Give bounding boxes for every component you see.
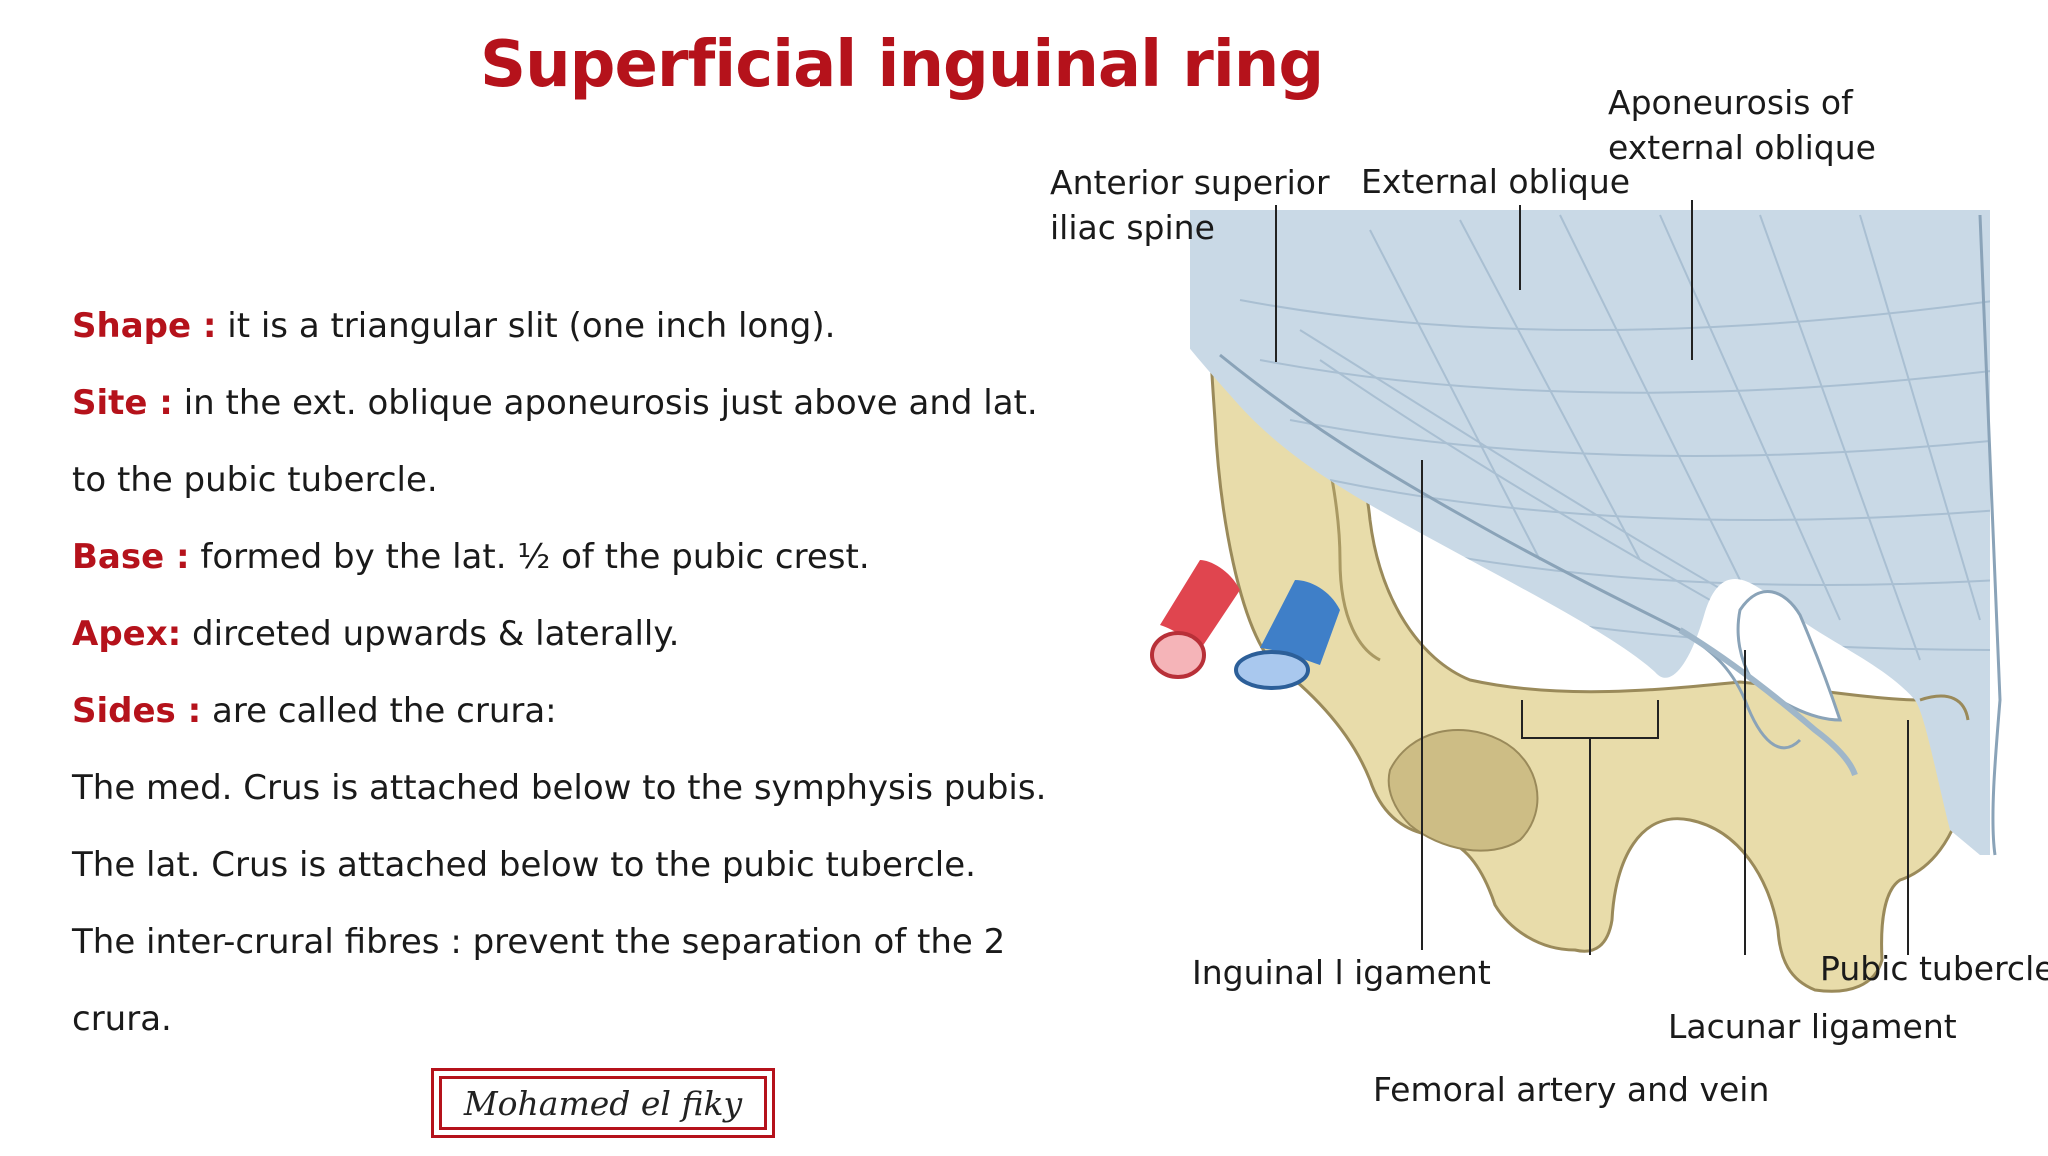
aponeurosis-edge	[1219, 353, 1802, 750]
bullet-site-cont: to the pubic tubercle.	[72, 460, 1072, 500]
label-aponeurosis-line2: external oblique	[1608, 128, 1876, 167]
bullet-text: to the pubic tubercle.	[72, 460, 438, 500]
bullet-sides: Sides : are called the crura:	[72, 691, 1072, 731]
leader-lines	[1275, 200, 1909, 955]
bullet-lateral-crus: The lat. Crus is attached below to the p…	[72, 845, 1072, 885]
inguinal-anatomy-diagram: Anterior superior iliac spine External o…	[1040, 0, 2048, 1152]
term-label: Apex:	[72, 614, 182, 654]
bullet-shape: Shape : it is a triangular slit (one inc…	[72, 306, 1072, 346]
bullet-text: formed by the lat. ½ of the pubic crest.	[189, 537, 870, 577]
description-list: Shape : it is a triangular slit (one inc…	[72, 306, 1072, 1076]
term-label: Site :	[72, 383, 173, 423]
bullet-text: are called the crura:	[201, 691, 557, 731]
page-title: Superficial inguinal ring	[480, 28, 1324, 102]
author-signature-box: Mohamed el fiky	[431, 1068, 775, 1138]
label-aponeurosis: Aponeurosis of external oblique	[1608, 80, 1876, 170]
term-label: Base :	[72, 537, 190, 577]
label-pubic-tubercle: Pubic tubercle	[1820, 949, 2048, 988]
femoral-artery	[1150, 560, 1240, 679]
term-label: Shape :	[72, 306, 217, 346]
femoral-vein	[1234, 580, 1340, 690]
aponeurosis-right-border	[1978, 214, 2002, 856]
pubic-tubercle	[1919, 694, 1970, 721]
bullet-text: dirceted upwards & laterally.	[181, 614, 680, 654]
bullet-text: in the ext. oblique aponeurosis just abo…	[172, 383, 1038, 423]
label-asis-line1: Anterior superior	[1050, 163, 1330, 202]
label-external-oblique: External oblique	[1361, 162, 1631, 201]
label-femoral-vessels: Femoral artery and vein	[1373, 1070, 1770, 1109]
label-asis: Anterior superior iliac spine	[1050, 160, 1330, 250]
label-aponeurosis-line1: Aponeurosis of	[1608, 83, 1853, 122]
bullet-text: The inter-crural fibres : prevent the se…	[72, 922, 1006, 962]
label-asis-line2: iliac spine	[1050, 208, 1215, 247]
bullet-site: Site : in the ext. oblique aponeurosis j…	[72, 383, 1072, 423]
bullet-intercrural: The inter-crural fibres : prevent the se…	[72, 922, 1072, 962]
bullet-text: The med. Crus is attached below to the s…	[72, 768, 1047, 808]
bullet-apex: Apex: dirceted upwards & laterally.	[72, 614, 1072, 654]
author-signature: Mohamed el fiky	[439, 1076, 767, 1130]
bullet-text: The lat. Crus is attached below to the p…	[72, 845, 976, 885]
bullet-base: Base : formed by the lat. ½ of the pubic…	[72, 537, 1072, 577]
label-lacunar-ligament: Lacunar ligament	[1668, 1007, 1957, 1046]
bullet-text: it is a triangular slit (one inch long).	[216, 306, 836, 346]
bullet-text: crura.	[72, 999, 172, 1039]
lateral-crus	[1678, 627, 1858, 777]
term-label: Sides :	[72, 691, 202, 731]
label-inguinal-ligament: Inguinal l igament	[1192, 953, 1491, 992]
anatomy-illustration	[1150, 200, 2048, 993]
obturator-foramen	[1387, 729, 1539, 852]
bullet-medial-crus: The med. Crus is attached below to the s…	[72, 768, 1072, 808]
bullet-intercrural-cont: crura.	[72, 999, 1072, 1039]
